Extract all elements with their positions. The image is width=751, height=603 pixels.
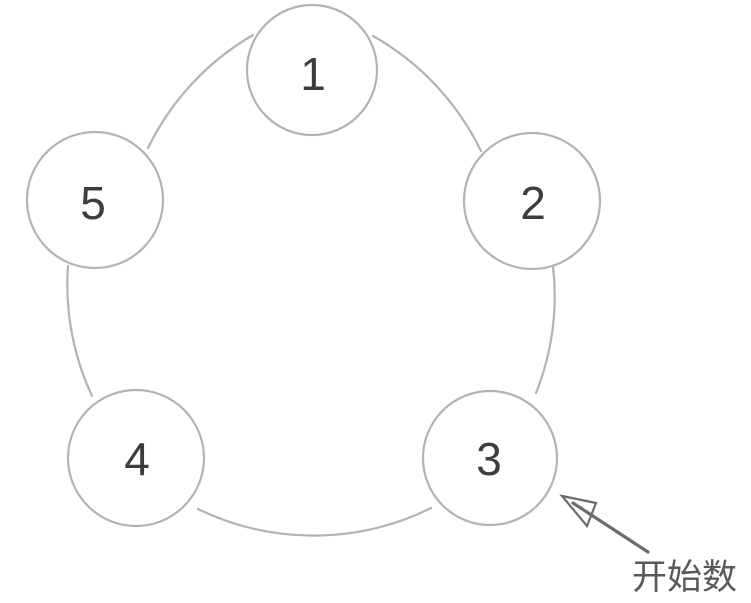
node-1[interactable]: 1	[245, 3, 379, 137]
node-4-label: 4	[124, 433, 150, 485]
link-4-to-5	[66, 264, 94, 398]
link-2-to-3	[534, 264, 556, 395]
node-5-circle[interactable]	[25, 130, 165, 270]
start-annotation: 开始数	[559, 494, 737, 598]
node-5[interactable]: 5	[25, 130, 165, 270]
annotation-arrow-shaft	[571, 501, 650, 554]
node-2-circle[interactable]	[462, 131, 602, 271]
node-4[interactable]: 4	[66, 388, 206, 528]
node-1-label: 1	[300, 48, 326, 100]
link-group	[66, 33, 556, 537]
node-4-circle[interactable]	[66, 388, 206, 528]
node-group: 1 2 3 4 5	[25, 3, 602, 528]
arrow-head-icon	[559, 494, 598, 529]
link-1-to-2	[371, 34, 483, 153]
node-1-circle[interactable]	[245, 3, 379, 137]
link-3-to-4	[196, 506, 433, 537]
node-3-circle[interactable]	[421, 389, 559, 527]
link-5-to-1	[146, 33, 255, 150]
node-3[interactable]: 3	[421, 389, 559, 527]
node-2[interactable]: 2	[462, 131, 602, 271]
annotation-label: 开始数	[632, 558, 737, 598]
node-3-label: 3	[476, 433, 502, 485]
node-5-label: 5	[80, 177, 106, 229]
node-2-label: 2	[520, 177, 546, 229]
